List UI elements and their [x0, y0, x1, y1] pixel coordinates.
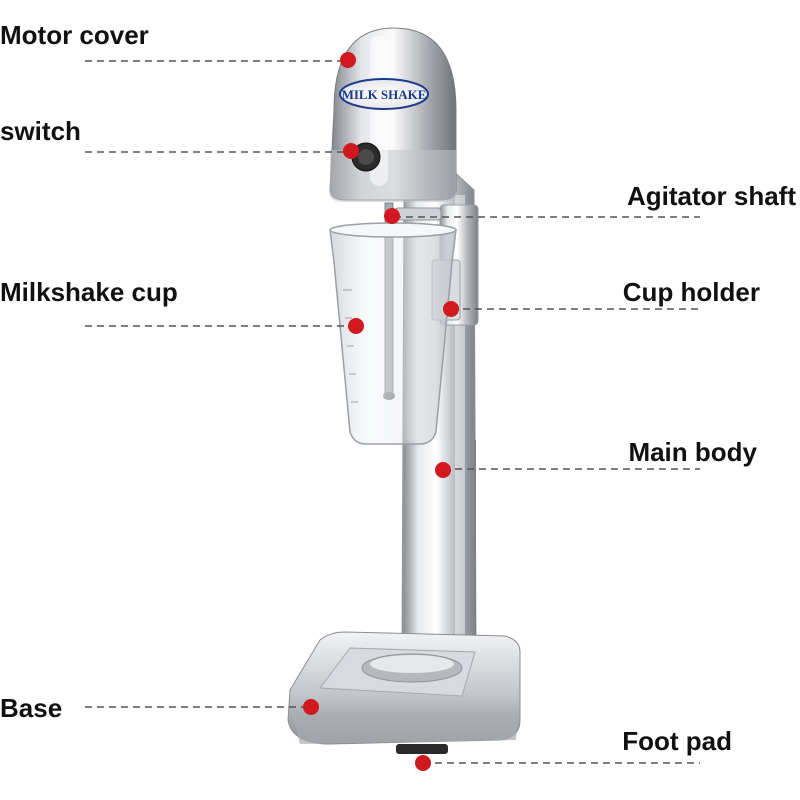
label-base: Base — [0, 693, 63, 723]
label-main-body: Main body — [628, 437, 757, 467]
label-cup-holder: Cup holder — [622, 277, 760, 307]
marker-foot-pad — [415, 755, 431, 771]
marker-cup-holder — [443, 301, 459, 317]
marker-motor-cover — [340, 52, 356, 68]
switch-knob — [351, 142, 381, 172]
leader-lines — [85, 60, 700, 764]
marker-agitator-shaft — [384, 208, 400, 224]
marker-milkshake-cup — [348, 318, 364, 334]
badge-text: MILK SHAKE — [342, 87, 427, 102]
milkshake-cup — [329, 222, 457, 445]
foot-pad — [396, 744, 448, 754]
marker-switch — [343, 143, 359, 159]
label-agitator-shaft: Agitator shaft — [627, 181, 796, 211]
label-switch: switch — [0, 116, 81, 146]
markers — [303, 52, 459, 771]
label-foot-pad: Foot pad — [622, 726, 732, 756]
label-milkshake-cup: Milkshake cup — [0, 277, 178, 307]
label-motor-cover: Motor cover — [0, 20, 149, 50]
marker-base — [303, 699, 319, 715]
base — [287, 631, 521, 745]
milk-shake-badge: MILK SHAKE — [339, 78, 429, 110]
marker-main-body — [435, 462, 451, 478]
